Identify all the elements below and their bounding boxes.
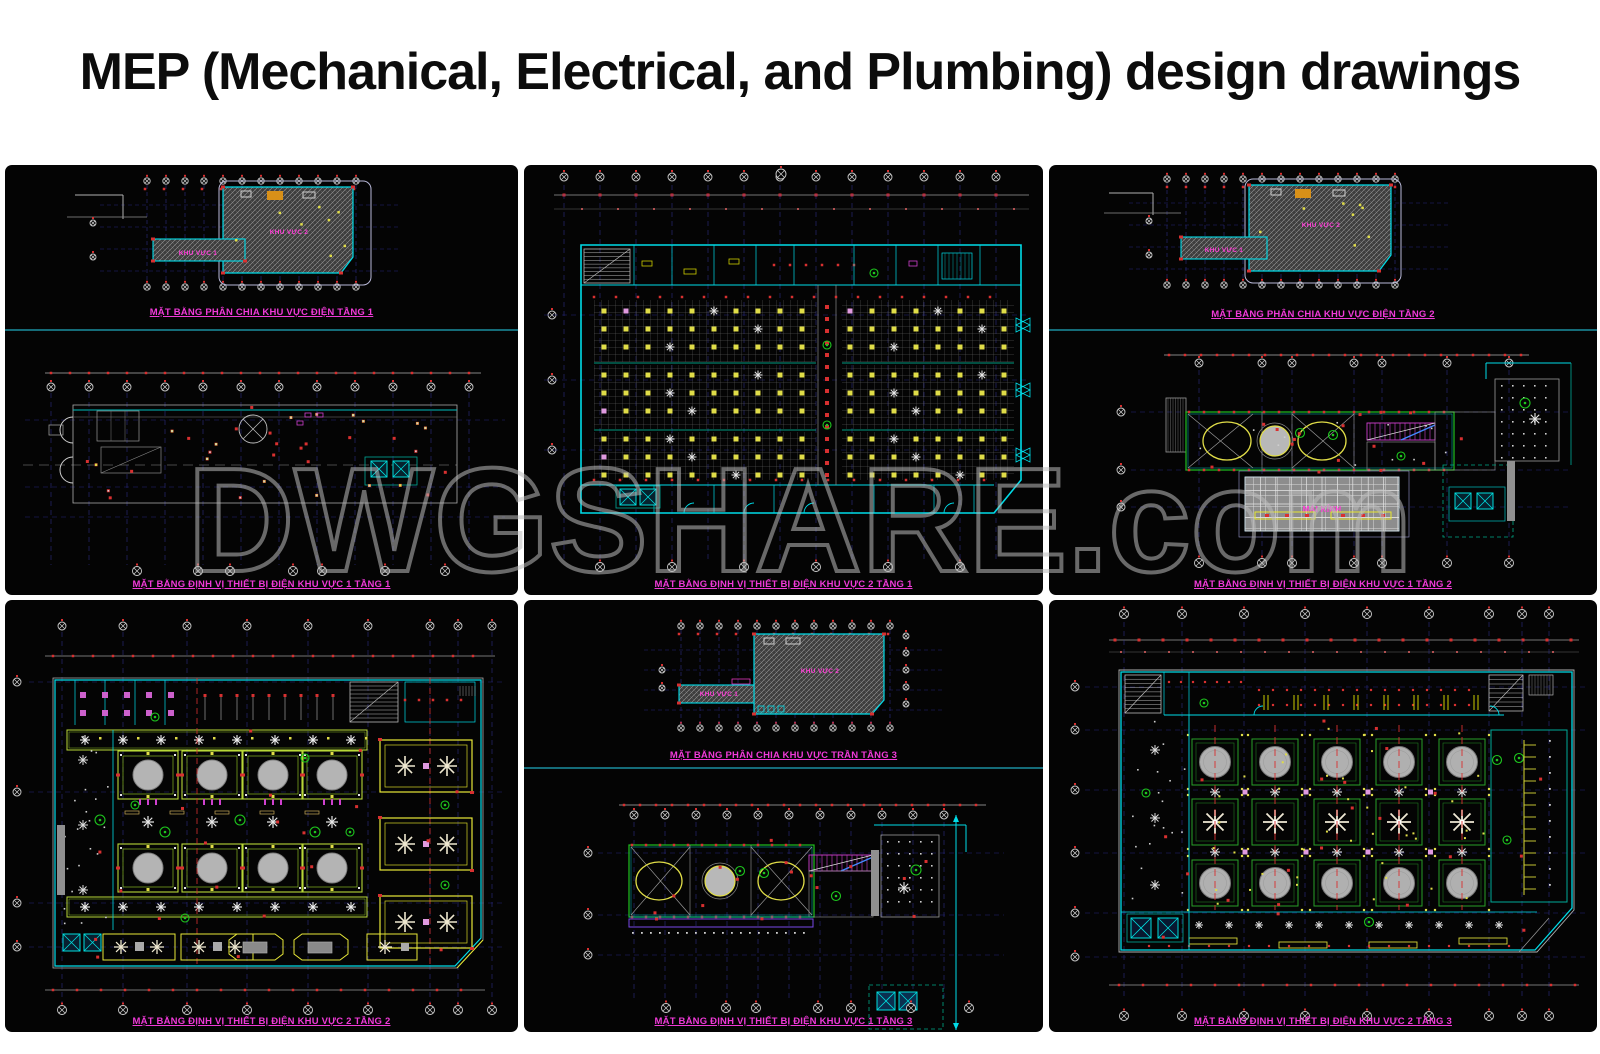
panel-zone-plan-floor3: KHU VỰC 1 KHU VỰC 2 MẶT BẰNG PHÂN CHIA KH… — [524, 600, 1043, 1032]
svg-text:MÁI KÍNH: MÁI KÍNH — [1303, 505, 1342, 514]
panel-devices-zone2-floor1: MẶT BẰNG ĐỊNH VỊ THIẾT BỊ ĐIỆN KHU VỰC 2… — [524, 165, 1043, 595]
drawing-caption-devices-z1-f3: MẶT BẰNG ĐỊNH VỊ THIẾT BỊ ĐIỆN KHU VỰC 1… — [654, 1016, 913, 1027]
svg-text:KHU VỰC 1: KHU VỰC 1 — [179, 250, 218, 257]
drawing-caption-zone-floor1: MẶT BẰNG PHÂN CHIA KHU VỰC ĐIỆN TẦNG 1 — [149, 307, 374, 318]
panel-zone-plan-floor1: KHU VỰC 1 KHU VỰC 2 MẶT BẰNG PHÂN CHIA KH… — [5, 165, 518, 595]
panel-devices-zone2-floor3: MẶT BẰNG ĐỊNH VỊ THIẾT BỊ ĐIỆN KHU VỰC 2… — [1049, 600, 1597, 1032]
cad-drawing-devices-z2-f3 — [1070, 606, 1589, 1021]
svg-text:KHU VỰC 2: KHU VỰC 2 — [1302, 222, 1341, 229]
drawing-caption-devices-z2-f3: MẶT BẰNG ĐỊNH VỊ THIẾT BỊ ĐIỆN KHU VỰC 2… — [1194, 1016, 1452, 1027]
svg-text:KHU VỰC 2: KHU VỰC 2 — [270, 229, 309, 236]
drawings-grid: KHU VỰC 1 KHU VỰC 2 MẶT BẰNG PHÂN CHIA KH… — [5, 165, 1597, 1032]
svg-text:KHU VỰC 1: KHU VỰC 1 — [1205, 247, 1244, 254]
drawing-caption-devices-z1-f1: MẶT BẰNG ĐỊNH VỊ THIẾT BỊ ĐIỆN KHU VỰC 1… — [132, 579, 391, 590]
cad-drawing-zone-floor3: KHU VỰC 1 KHU VỰC 2 — [524, 619, 1043, 1030]
cad-drawing-devices-z2-f2 — [12, 619, 505, 1015]
panel-devices-zone2-floor2: MẶT BẰNG ĐỊNH VỊ THIẾT BỊ ĐIỆN KHU VỰC 2… — [5, 600, 518, 1032]
drawing-caption-devices-z2-f1: MẶT BẰNG ĐỊNH VỊ THIẾT BỊ ĐIỆN KHU VỰC 2… — [654, 579, 913, 590]
svg-text:KHU VỰC 2: KHU VỰC 2 — [801, 668, 840, 675]
drawing-caption-zone-floor2: MẶT BẰNG PHÂN CHIA KHU VỰC ĐIỆN TẦNG 2 — [1211, 309, 1435, 320]
page-title: MEP (Mechanical, Electrical, and Plumbin… — [79, 43, 1522, 101]
cad-drawing-zone-floor1: KHU VỰC 1 KHU VỰC 2 — [5, 174, 518, 576]
cad-drawing-zone-floor2: KHU VỰC 1 KHU VỰC 2 MÁI KÍNH — [1049, 172, 1597, 568]
drawing-caption-devices-z1-f2: MẶT BẰNG ĐỊNH VỊ THIẾT BỊ ĐIỆN KHU VỰC 1… — [1194, 579, 1452, 590]
cad-drawing-devices-z2-f1 — [544, 166, 1031, 572]
svg-text:KHU VỰC 1: KHU VỰC 1 — [700, 691, 739, 698]
drawing-caption-devices-z2-f2: MẶT BẰNG ĐỊNH VỊ THIẾT BỊ ĐIỆN KHU VỰC 2… — [132, 1016, 391, 1027]
drawing-caption-zone-floor3: MẶT BẰNG PHÂN CHIA KHU VỰC TRẦN TẦNG 3 — [669, 750, 898, 761]
panel-zone-plan-floor2: KHU VỰC 1 KHU VỰC 2 MÁI KÍNH MẶT BẰNG PHÂN… — [1049, 165, 1597, 595]
